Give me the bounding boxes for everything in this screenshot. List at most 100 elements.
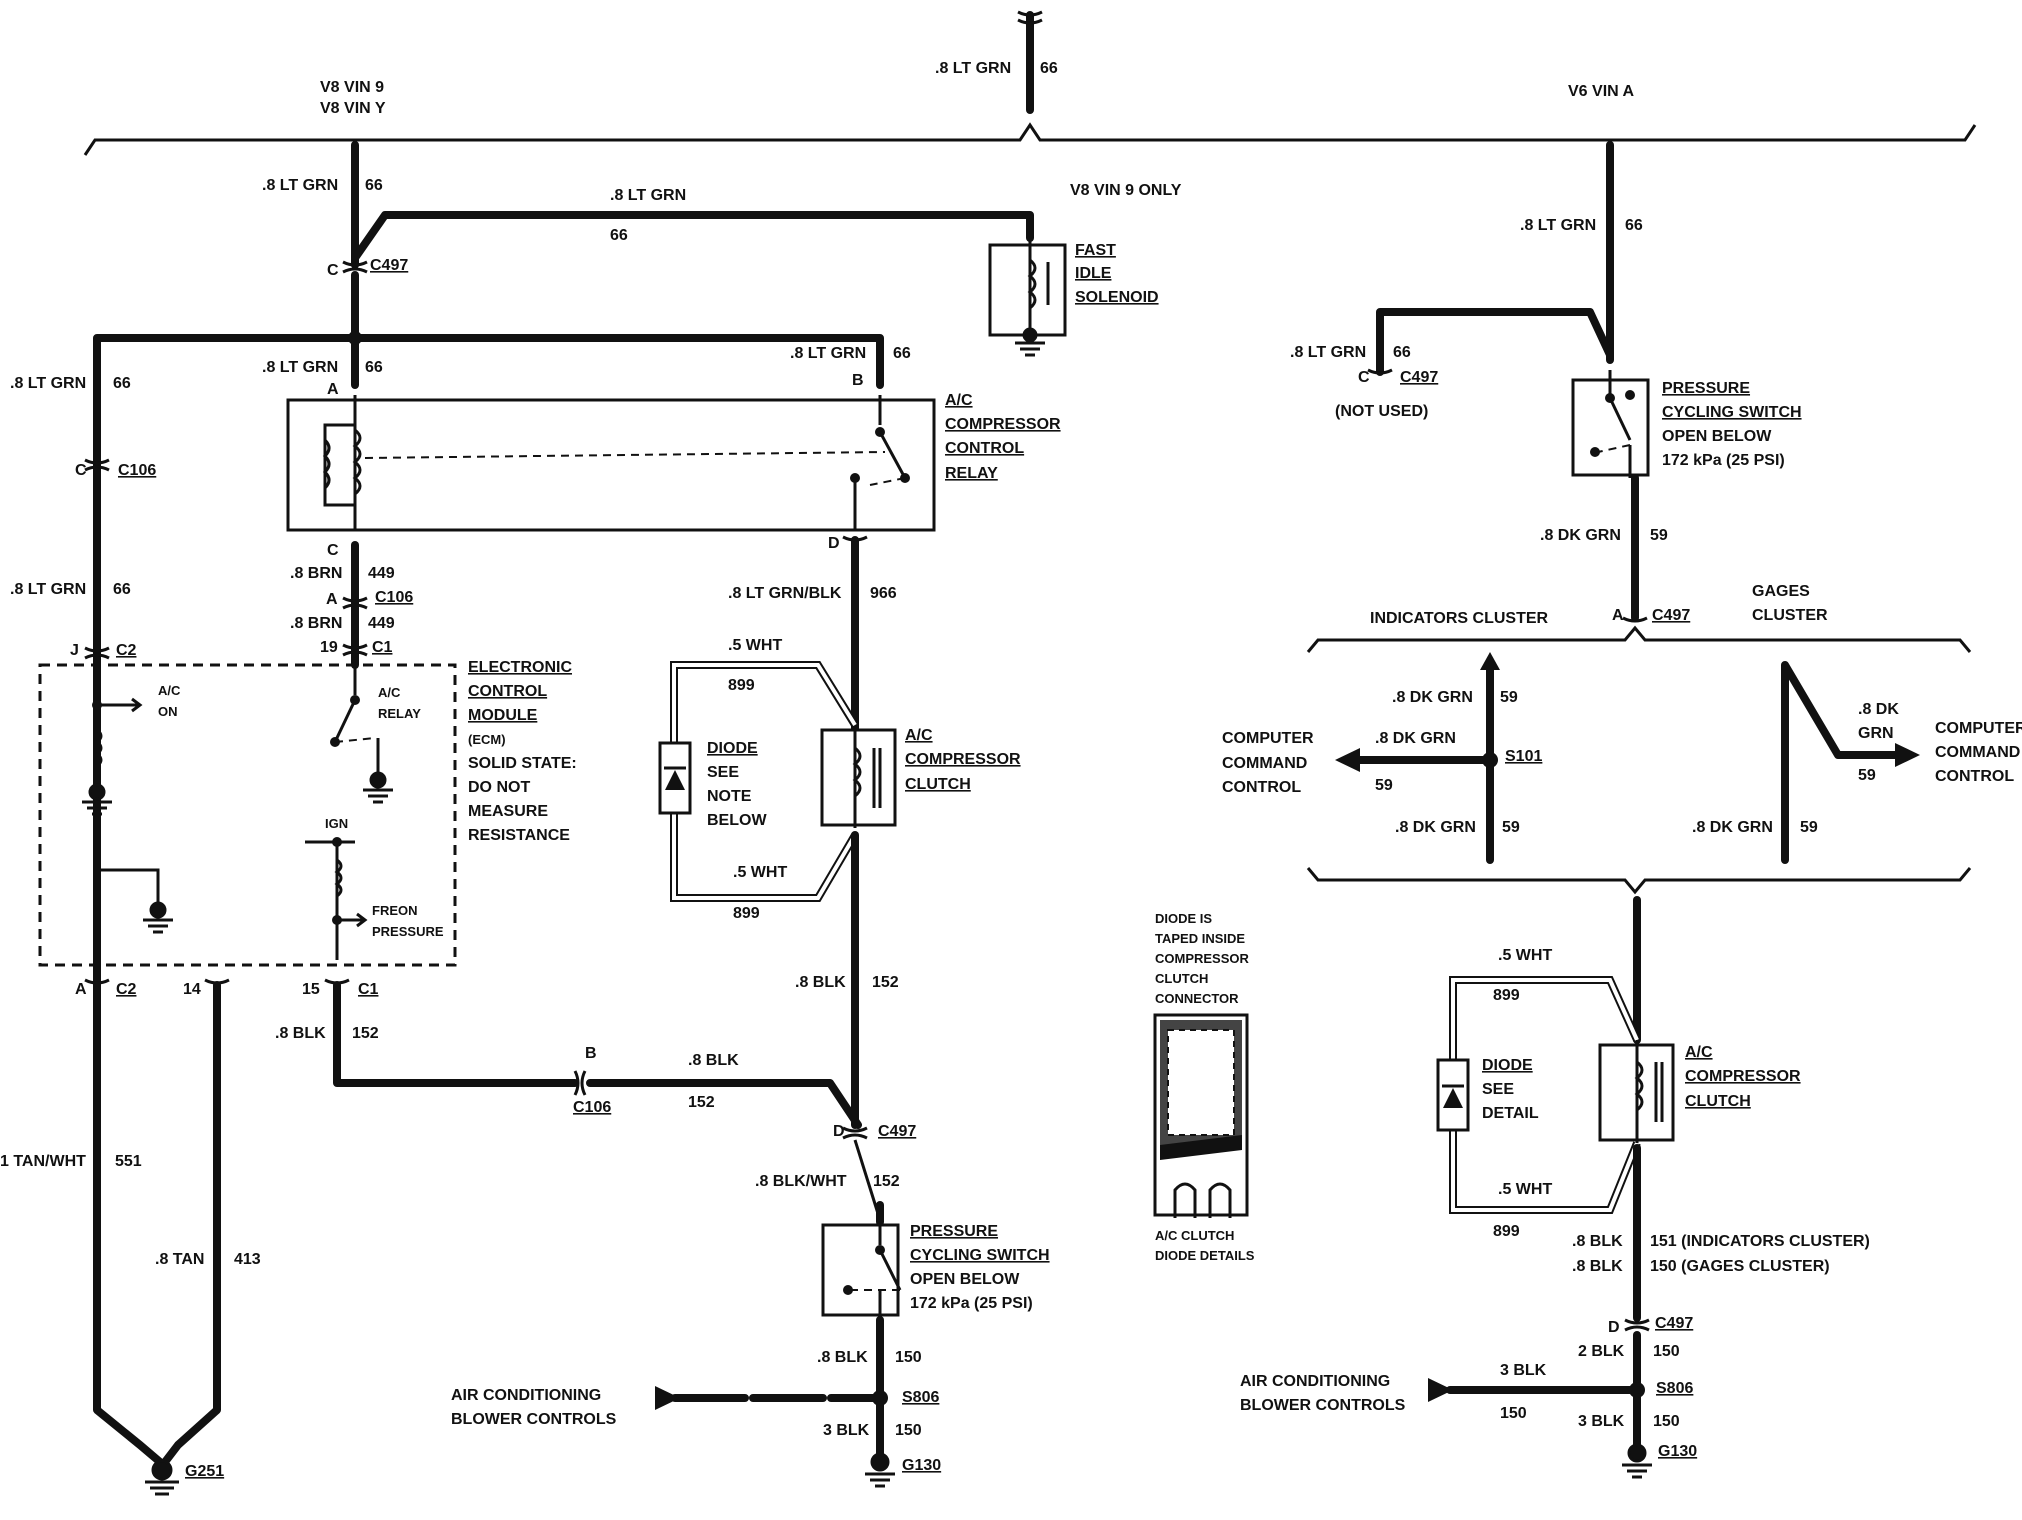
clutch-out-circuit: 152 <box>872 974 899 991</box>
computer-1-line-3: CONTROL <box>1222 779 1301 796</box>
ecm-ac-on-input <box>82 665 143 816</box>
v6-c497-pin-a: A <box>1612 607 1624 624</box>
v6-pcs-3: OPEN BELOW <box>1662 428 1772 445</box>
v6-diode-icon <box>1436 1058 1470 1132</box>
ecm-freon-input <box>305 837 368 960</box>
v6-g130: G130 <box>1658 1443 1697 1460</box>
v8-relay-feed-circuit: 66 <box>365 359 383 376</box>
v6-section: .8 LT GRN 66 .8 LT GRN 66 C C497 (NOT US… <box>1222 141 2022 1479</box>
indicators-up-arrow-icon <box>1480 652 1500 670</box>
diode-detail-note-3: COMPRESSOR <box>1155 951 1250 966</box>
v8-diode-1: DIODE <box>707 740 758 757</box>
fast-idle-label-3: SOLENOID <box>1075 289 1159 306</box>
diode-detail-note-2: TAPED INSIDE <box>1155 931 1245 946</box>
v6-blk-wire-2: .8 BLK <box>1572 1258 1623 1275</box>
relay-label-1: A/C <box>945 392 973 409</box>
blk-wire-1: .8 BLK <box>275 1025 326 1042</box>
brn-circuit-1: 449 <box>368 565 395 582</box>
cluster-brace-top <box>1306 625 1972 653</box>
ecm-c1-b: C1 <box>358 981 379 998</box>
v8-relay-b-wire: .8 LT GRN <box>790 345 866 362</box>
v8-wht-circuit-bot: 899 <box>733 905 760 922</box>
ecm-c2: C2 <box>116 642 137 659</box>
ac-compressor-control-relay <box>286 398 936 532</box>
ecm-freon-2: PRESSURE <box>372 924 444 939</box>
ecm-title-1: ELECTRONIC <box>468 659 572 676</box>
ind-down-wire: .8 DK GRN <box>1395 819 1476 836</box>
computer-1-line-2: COMMAND <box>1222 755 1307 772</box>
ecm-c1: C1 <box>372 639 393 656</box>
v6-c497-name: C497 <box>1400 369 1438 386</box>
gage-circuit: 59 <box>1858 767 1876 784</box>
diode-detail: DIODE IS TAPED INSIDE COMPRESSOR CLUTCH … <box>1153 911 1255 1263</box>
relay-out-wire: .8 LT GRN/BLK <box>728 585 842 602</box>
ecm-ac-relay-1: A/C <box>378 685 401 700</box>
diode-detail-caption-1: A/C CLUTCH <box>1155 1228 1234 1243</box>
v8-pcs-2: CYCLING SWITCH <box>910 1247 1050 1264</box>
brn-wire-2: .8 BRN <box>290 615 342 632</box>
g251-ground-icon <box>145 1459 179 1496</box>
ecm-ground-icon-2 <box>363 771 393 804</box>
v6-gnd-wire: 3 BLK <box>1578 1413 1625 1430</box>
v6-wht-circuit-bot: 899 <box>1493 1223 1520 1240</box>
v8-idle-branch-wire: .8 LT GRN <box>610 187 686 204</box>
g251-label: G251 <box>185 1463 224 1480</box>
v8-clutch-3: CLUTCH <box>905 776 971 793</box>
v8-left-circuit: 66 <box>113 375 131 392</box>
c106-pin-c: C <box>75 462 87 479</box>
relay-pin-b: B <box>852 372 864 389</box>
tanwht-circuit: 551 <box>115 1153 142 1170</box>
computer-2-line-3: CONTROL <box>1935 768 2014 785</box>
computer-2-line-1: COMPUTER <box>1935 720 2022 737</box>
v8-pcs-3: OPEN BELOW <box>910 1271 1020 1288</box>
gages-cluster-1: GAGES <box>1752 583 1810 600</box>
v6-blower-wire: 3 BLK <box>1500 1362 1547 1379</box>
v6-blower-circuit: 150 <box>1500 1405 1527 1422</box>
v6-main-circuit: 66 <box>1625 217 1643 234</box>
v6-circuit-151: 151 (INDICATORS CLUSTER) <box>1650 1233 1870 1250</box>
v8-section: .8 LT GRN 66 C C497 .8 LT GRN 66 V8 VIN … <box>0 141 1182 1496</box>
c106-pin-b: B <box>585 1045 597 1062</box>
ecm-ign: IGN <box>325 816 348 831</box>
blkwht-circuit: 152 <box>873 1173 900 1190</box>
v6-wht-wire-top: .5 WHT <box>1498 947 1552 964</box>
relay-label-3: CONTROL <box>945 440 1024 457</box>
v8-diode-3: NOTE <box>707 788 752 805</box>
ecm-internal-ground <box>95 868 173 965</box>
relay-pin-a: A <box>327 381 339 398</box>
fast-idle-label-2: IDLE <box>1075 265 1112 282</box>
gage-wire-2: GRN <box>1858 725 1894 742</box>
brn-circuit-2: 449 <box>368 615 395 632</box>
cluster-brace-bottom <box>1306 867 1972 895</box>
v8-vin9-only: V8 VIN 9 ONLY <box>1070 182 1182 199</box>
v8-wht-circuit-top: 899 <box>728 677 755 694</box>
v8-c497-name: C497 <box>370 257 408 274</box>
relay-coil-icon <box>322 395 362 530</box>
v8-diode-icon <box>658 741 692 815</box>
c106-name-3: C106 <box>573 1099 611 1116</box>
v8-c497-pin-d: D <box>833 1123 845 1140</box>
top-feed: .8 LT GRN 66 <box>935 10 1058 114</box>
v8-diode-2: SEE <box>707 764 739 781</box>
v8-g130-ground-icon <box>865 1452 895 1488</box>
tan-circuit: 413 <box>234 1251 261 1268</box>
ecm-note-2: SOLID STATE: <box>468 755 577 772</box>
v8-left-wire: .8 LT GRN <box>10 375 86 392</box>
v8-pcs-switch-icon <box>843 1225 902 1320</box>
v6-c497-pin-c: C <box>1358 369 1370 386</box>
relay-label-2: COMPRESSOR <box>945 416 1061 433</box>
v8-blower-1: AIR CONDITIONING <box>451 1387 601 1404</box>
v6-blk2-wire: 2 BLK <box>1578 1343 1625 1360</box>
v8-relay-feed-wire: .8 LT GRN <box>262 359 338 376</box>
diode-detail-note-1: DIODE IS <box>1155 911 1212 926</box>
v6-wht-circuit-top: 899 <box>1493 987 1520 1004</box>
ecm-freon-1: FREON <box>372 903 418 918</box>
v6-dkgrn-wire: .8 DK GRN <box>1540 527 1621 544</box>
indicators-cluster: INDICATORS CLUSTER <box>1370 610 1549 627</box>
v6-unused-circuit: 66 <box>1393 344 1411 361</box>
gage-down-circuit: 59 <box>1800 819 1818 836</box>
ind-left-wire: .8 DK GRN <box>1375 730 1456 747</box>
ecm-ac-relay-driver <box>330 665 393 804</box>
tan-wire: .8 TAN <box>155 1251 204 1268</box>
